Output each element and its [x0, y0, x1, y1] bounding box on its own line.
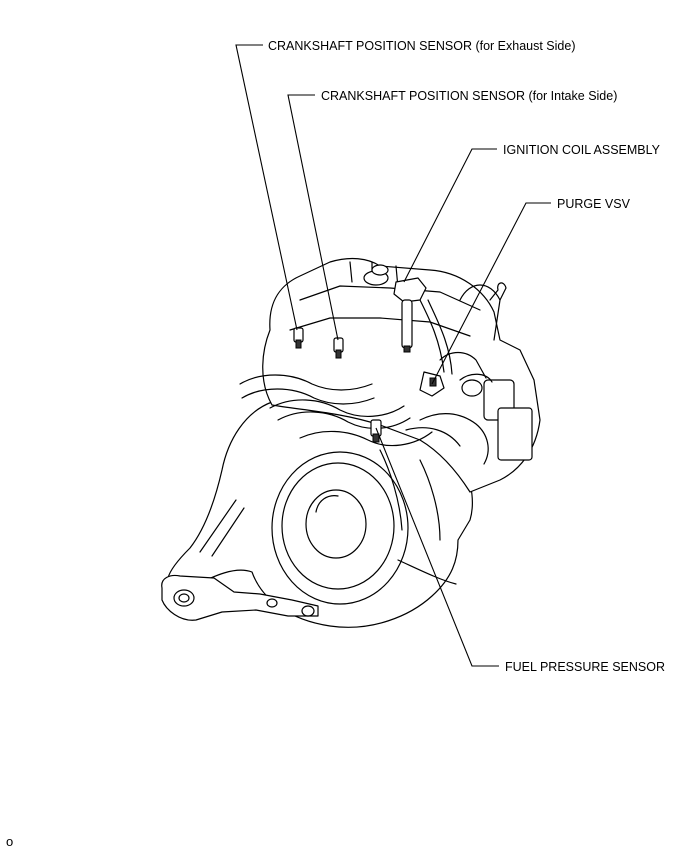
footer-code: o — [6, 834, 14, 849]
fuel-pressure-sensor-part — [370, 419, 382, 443]
engine-mount-bracket — [161, 574, 319, 621]
callout-labels: CRANKSHAFT POSITION SENSOR (for Exhaust … — [268, 39, 665, 674]
engine-illustration — [161, 257, 541, 628]
leader-lines — [235, 44, 551, 667]
leader-crank-exhaust — [235, 44, 298, 331]
label-fuel-pressure: FUEL PRESSURE SENSOR — [505, 660, 665, 674]
flywheel-outer — [271, 451, 409, 605]
leader-ignition-coil — [403, 148, 497, 283]
leader-purge-vsv — [431, 202, 551, 385]
label-purge-vsv: PURGE VSV — [557, 197, 631, 211]
flywheel-ring — [281, 462, 395, 590]
leader-crank-intake — [287, 94, 339, 341]
label-crank-exhaust: CRANKSHAFT POSITION SENSOR (for Exhaust … — [268, 39, 575, 53]
label-ignition-coil: IGNITION COIL ASSEMBLY — [503, 143, 661, 157]
ignition-coil-part — [393, 277, 427, 353]
crank-sensor-intake-part — [333, 337, 344, 359]
flywheel-hub — [305, 489, 367, 559]
leader-fuel-pressure — [375, 427, 499, 667]
dipstick — [489, 282, 507, 341]
crank-sensor-exhaust-part — [293, 327, 304, 349]
label-crank-intake: CRANKSHAFT POSITION SENSOR (for Intake S… — [321, 89, 617, 103]
